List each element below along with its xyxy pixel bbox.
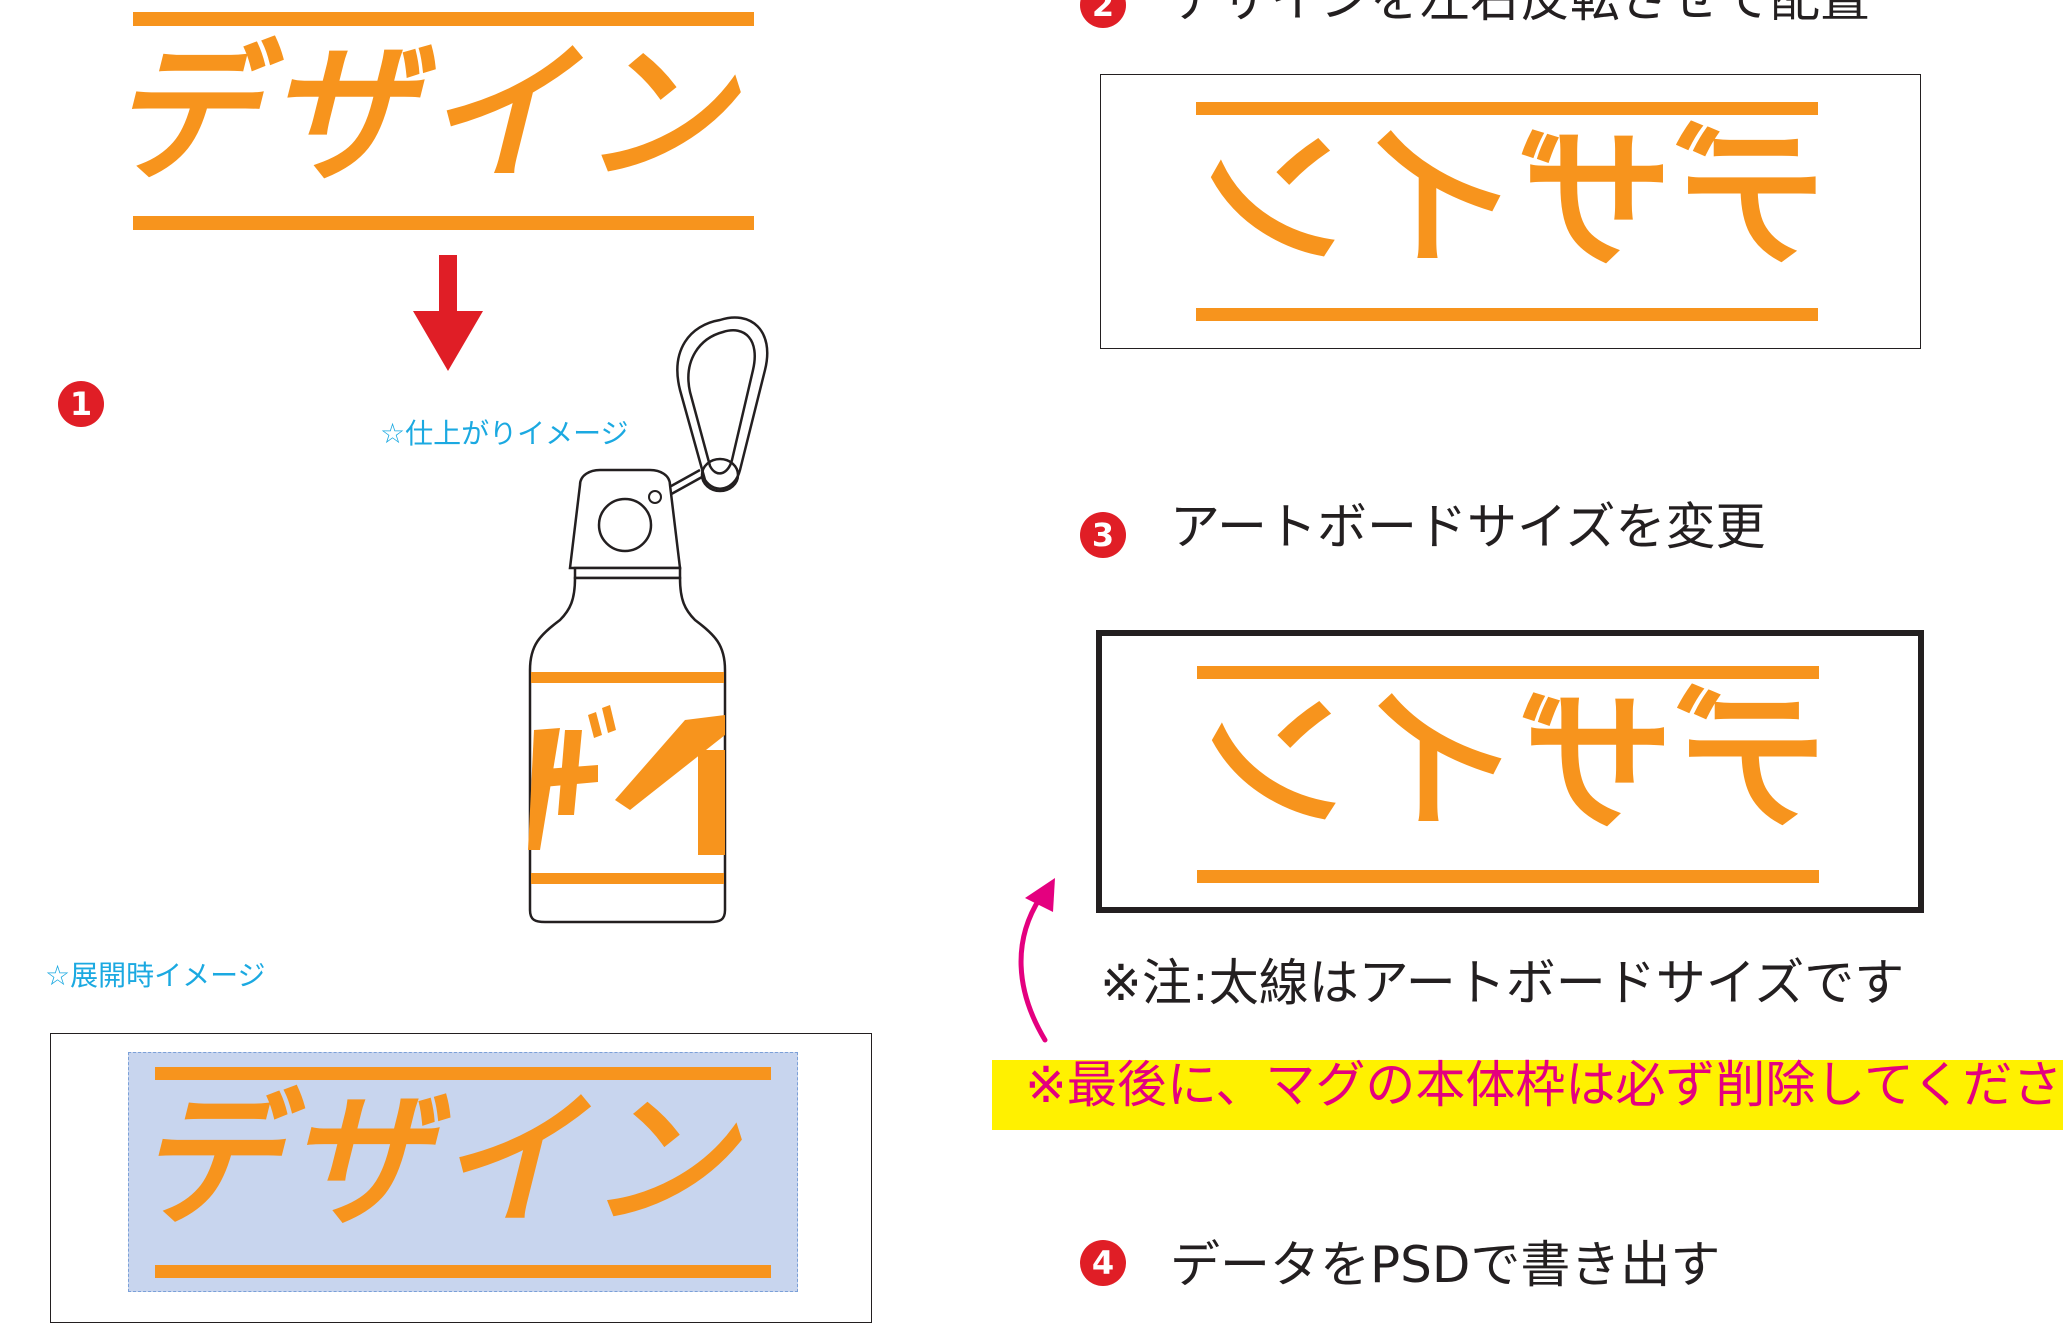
artboard-frame: デザイン — [1096, 630, 1924, 913]
warning-highlight — [992, 1060, 2063, 1130]
artboard-note: ※注:太線はアートボードサイズです — [1100, 954, 1905, 1012]
finished-image-caption: ☆仕上がりイメージ — [380, 417, 629, 450]
artboard-bottom-line — [1197, 870, 1819, 883]
design-top-line — [133, 12, 754, 26]
design-bottom-line — [133, 216, 754, 230]
curved-arrow-icon — [1018, 878, 1055, 1043]
delete-warning: ※最後に、マグの本体枠は必ず削除してください — [1025, 1056, 2063, 1114]
carabiner-icon — [654, 316, 769, 504]
artboard-design-text: デザイン — [1194, 676, 1827, 850]
step-2-label: デザインを左右反転させて配置 — [1170, 0, 1870, 24]
step-1-badge: 1 — [58, 381, 104, 427]
design-text: デザイン — [98, 28, 774, 202]
mirrored-bottom-line — [1196, 308, 1818, 321]
artboard-top-line — [1197, 666, 1819, 679]
bottle-illustration — [528, 316, 769, 924]
mirrored-design-text: デザイン — [1193, 113, 1826, 287]
expanded-frame: デザイン — [50, 1033, 872, 1323]
expanded-design-text: デザイン — [125, 1077, 773, 1246]
step-3-label: アートボードサイズを変更 — [1170, 498, 1766, 556]
print-area: デザイン — [126, 1052, 798, 1292]
step-4-label: データをPSDで書き出す — [1170, 1236, 1721, 1294]
expanded-bottom-line — [155, 1265, 771, 1278]
expanded-image-caption: ☆展開時イメージ — [45, 959, 266, 992]
down-arrow-icon — [413, 255, 483, 371]
mirrored-top-line — [1196, 102, 1818, 115]
step-2-badge: 2 — [1080, 0, 1126, 28]
expanded-top-line — [155, 1067, 771, 1080]
step-4-badge: 4 — [1080, 1240, 1126, 1286]
step-3-badge: 3 — [1080, 512, 1126, 558]
mirrored-design-frame: デザイン — [1100, 74, 1921, 349]
